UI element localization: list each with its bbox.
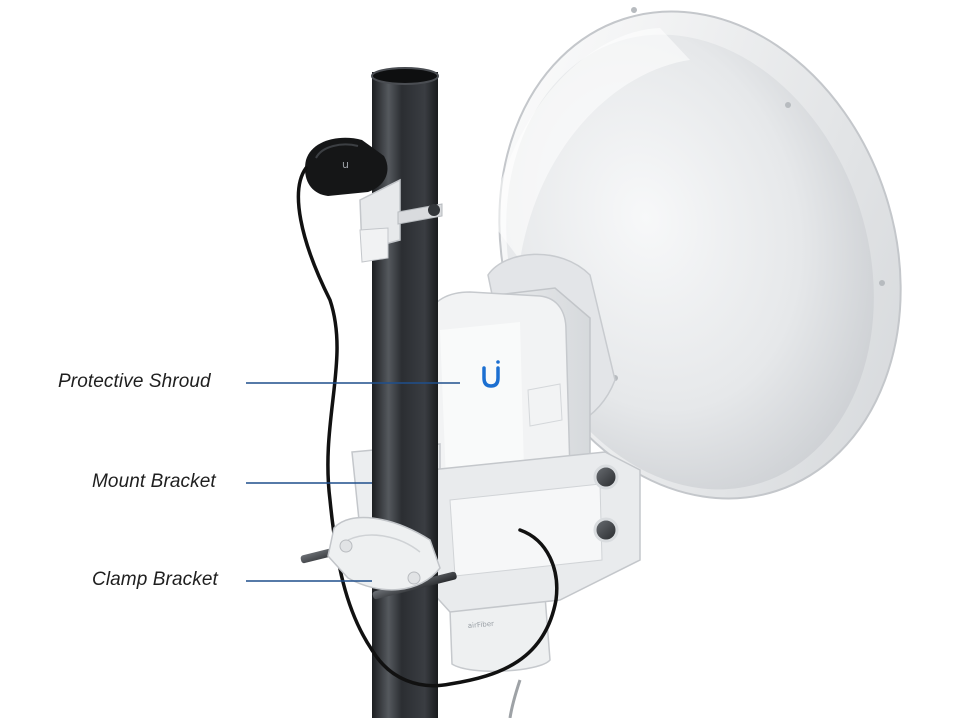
callout-lines [246,382,460,582]
cable-bracket [359,178,443,263]
surge-protector-device: u [304,137,388,196]
ethernet-cable [296,166,559,688]
svg-text:airFiber: airFiber [467,620,494,630]
callout-label-mount-bracket: Mount Bracket [92,471,216,492]
radio-unit: airFiber [449,595,551,672]
ubiquiti-logo-icon [482,360,500,388]
protective-shroud [429,291,571,489]
ground-cable [508,679,522,718]
callout-label-clamp-bracket: Clamp Bracket [92,569,218,590]
callout-label-protective-shroud: Protective Shroud [58,371,211,392]
clamp-bracket [300,516,457,600]
svg-text:u: u [342,158,349,171]
